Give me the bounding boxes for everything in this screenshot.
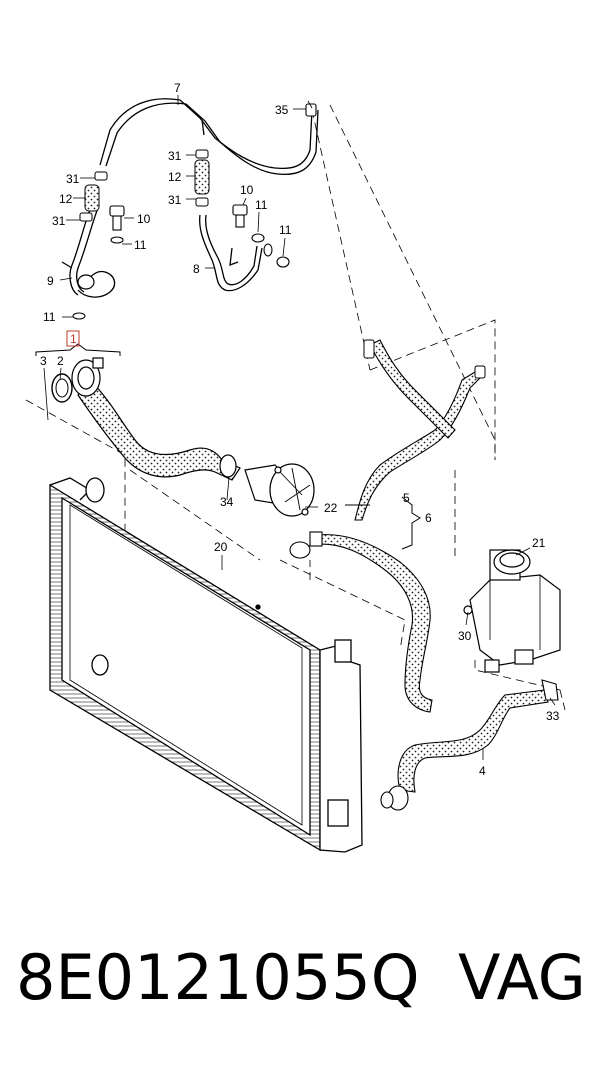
clip-31-left-top bbox=[94, 171, 108, 181]
callout-31-left-top: 31 bbox=[66, 172, 80, 186]
callout-5: 5 bbox=[403, 491, 410, 505]
callout-31-left-bottom: 31 bbox=[52, 214, 66, 228]
hose-5-end bbox=[474, 365, 486, 379]
callout-1-highlight-box bbox=[66, 330, 80, 347]
callout-6: 6 bbox=[425, 511, 432, 525]
bolt-10-right bbox=[232, 204, 248, 228]
seal-11-right bbox=[251, 233, 290, 268]
clamp-34 bbox=[219, 454, 237, 478]
clip-33 bbox=[541, 679, 559, 701]
hose-12-middle bbox=[194, 159, 210, 195]
coolant-system-exploded-diagram: 7 35 31 12 31 9 11 10 11 31 12 31 8 10 1… bbox=[25, 81, 566, 853]
thermostat-housing-22 bbox=[244, 463, 315, 517]
callout-11-right-b: 11 bbox=[279, 223, 292, 237]
lower-radiator-hose-4 bbox=[397, 689, 549, 793]
callout-3: 3 bbox=[40, 354, 47, 368]
connector-35 bbox=[305, 103, 317, 117]
hose-end-connector-upper bbox=[289, 531, 323, 559]
callout-33: 33 bbox=[546, 709, 560, 723]
leader-lines bbox=[43, 95, 556, 760]
callout-22: 22 bbox=[324, 501, 338, 515]
callout-10-right: 10 bbox=[240, 183, 254, 197]
brand-name: VAG bbox=[458, 941, 586, 1014]
radiator-20 bbox=[49, 477, 363, 853]
expansion-reservoir bbox=[463, 549, 561, 673]
o-ring-2-inner bbox=[55, 378, 69, 398]
callout-11-left: 11 bbox=[43, 310, 56, 324]
callout-11-bolt: 11 bbox=[134, 238, 147, 252]
callout-35: 35 bbox=[275, 103, 289, 117]
clip-31-middle-top bbox=[195, 149, 209, 159]
callout-12-left: 12 bbox=[59, 192, 73, 206]
upper-radiator-hose-1 bbox=[77, 379, 241, 481]
callout-8: 8 bbox=[193, 262, 200, 276]
bolt-10-left bbox=[109, 205, 125, 244]
callout-31-middle-top: 31 bbox=[168, 149, 182, 163]
callout-4: 4 bbox=[479, 764, 486, 778]
hose-4-connector bbox=[380, 785, 409, 811]
clip-31-middle-bottom bbox=[195, 197, 209, 207]
footer: 8E0121055Q VAG bbox=[0, 938, 600, 1018]
bleed-pipe-left bbox=[61, 98, 319, 298]
callout-2: 2 bbox=[57, 354, 64, 368]
callout-30: 30 bbox=[458, 629, 472, 643]
bleed-pipe-middle bbox=[199, 214, 263, 292]
small-hose-6 bbox=[369, 339, 456, 439]
o-ring-2 bbox=[51, 373, 73, 403]
callout-12-middle: 12 bbox=[168, 170, 182, 184]
hose-12-left bbox=[84, 184, 100, 212]
part-number: 8E0121055Q bbox=[16, 941, 420, 1014]
callout-9: 9 bbox=[47, 274, 54, 288]
hose-6-end bbox=[363, 339, 375, 359]
radiator-hose-engine-side bbox=[308, 534, 433, 713]
callout-31-middle-bottom: 31 bbox=[168, 193, 182, 207]
callout-20: 20 bbox=[214, 540, 228, 554]
bracket-lines bbox=[35, 343, 421, 550]
callout-11-right-a: 11 bbox=[255, 198, 268, 212]
callout-34: 34 bbox=[220, 495, 234, 509]
clip-31-left-bottom bbox=[79, 212, 93, 222]
callout-1: 1 bbox=[70, 332, 77, 346]
seal-11-left bbox=[72, 312, 86, 320]
callout-21: 21 bbox=[532, 536, 546, 550]
fitting-9 bbox=[77, 274, 95, 290]
hose-1-connector bbox=[71, 357, 104, 397]
callout-7: 7 bbox=[174, 81, 181, 95]
callout-10-left: 10 bbox=[137, 212, 151, 226]
